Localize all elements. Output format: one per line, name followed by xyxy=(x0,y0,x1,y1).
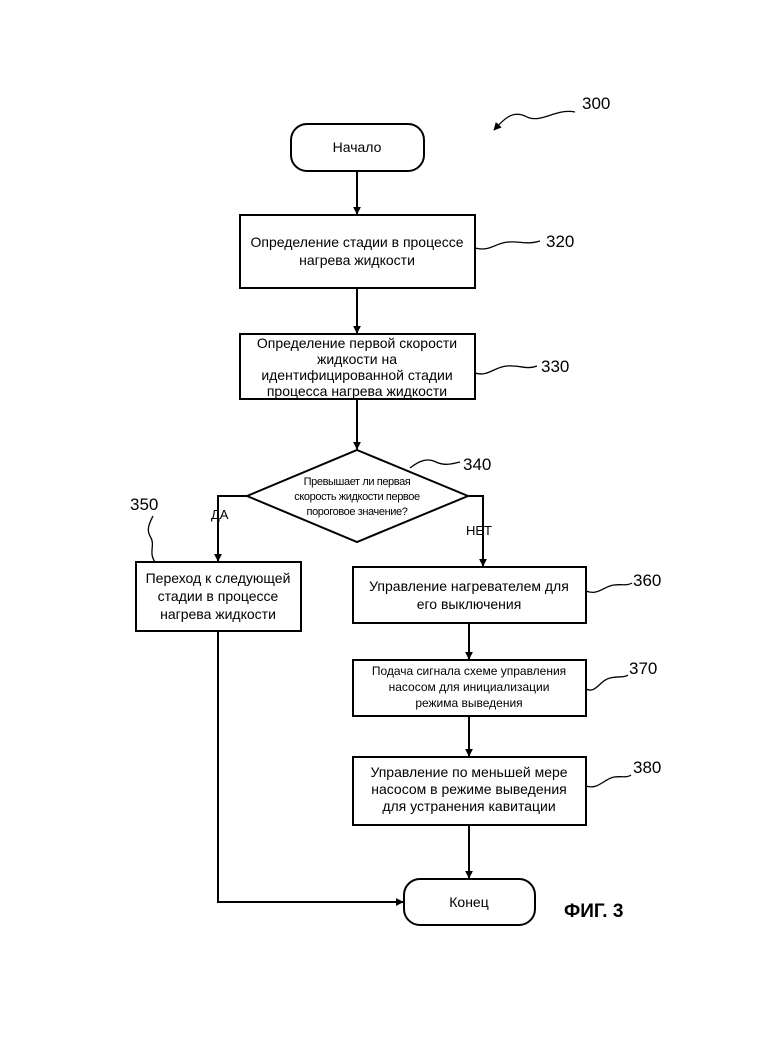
step-360-line-2: его выключения xyxy=(417,596,522,612)
ref-300-arrow xyxy=(494,111,575,130)
step-370-leader xyxy=(586,675,628,690)
step-380-ref: 380 xyxy=(633,758,661,777)
step-320-leader xyxy=(475,241,540,249)
decision-340-line-1: Превышает ли первая xyxy=(304,476,411,488)
step-370-line-2: насосом для инициализации xyxy=(389,680,550,694)
figure-label: ФИГ. 3 xyxy=(564,901,623,922)
yes-label: ДА xyxy=(211,507,229,522)
step-360-leader xyxy=(586,583,632,592)
step-360-ref: 360 xyxy=(633,571,661,590)
step-370-line-1: Подача сигнала схеме управления xyxy=(372,664,566,678)
step-330-ref: 330 xyxy=(541,357,569,376)
step-370-ref: 370 xyxy=(629,659,657,678)
step-330-line-1: Определение первой скорости xyxy=(257,335,457,351)
ref-300-label: 300 xyxy=(582,94,610,113)
step-320-line-1: Определение стадии в процессе xyxy=(250,234,463,250)
step-350-line-1: Переход к следующей xyxy=(146,570,291,586)
step-320-ref: 320 xyxy=(546,232,574,251)
step-330-line-3: идентифицированной стадии xyxy=(261,367,452,383)
decision-340-line-3: пороговое значение? xyxy=(307,506,408,518)
step-380-line-1: Управление по меньшей мере xyxy=(370,764,567,780)
no-label: НЕТ xyxy=(466,523,492,538)
step-320-line-2: нагрева жидкости xyxy=(299,252,415,268)
start-label: Начало xyxy=(333,139,382,155)
step-330-leader xyxy=(475,366,537,374)
step-380-leader xyxy=(586,775,631,787)
decision-340-ref: 340 xyxy=(463,455,491,474)
decision-340-leader xyxy=(410,460,460,468)
step-350-leader xyxy=(148,516,155,562)
connector-yes-350 xyxy=(218,496,247,561)
step-350-ref: 350 xyxy=(130,495,158,514)
step-350-line-2: стадии в процессе xyxy=(158,588,279,604)
decision-340-line-2: скорость жидкости первое xyxy=(294,491,420,503)
step-380-line-3: для устранения кавитации xyxy=(382,798,555,814)
step-330-line-2: жидкости на xyxy=(317,351,397,367)
step-360-line-1: Управление нагревателем для xyxy=(369,578,569,594)
end-label: Конец xyxy=(449,894,488,910)
step-370-line-3: режима выведения xyxy=(415,696,522,710)
step-330-line-4: процесса нагрева жидкости xyxy=(267,383,447,399)
step-380-line-2: насосом в режиме выведения xyxy=(371,781,567,797)
step-360-box xyxy=(353,567,586,623)
step-350-line-3: нагрева жидкости xyxy=(160,606,276,622)
